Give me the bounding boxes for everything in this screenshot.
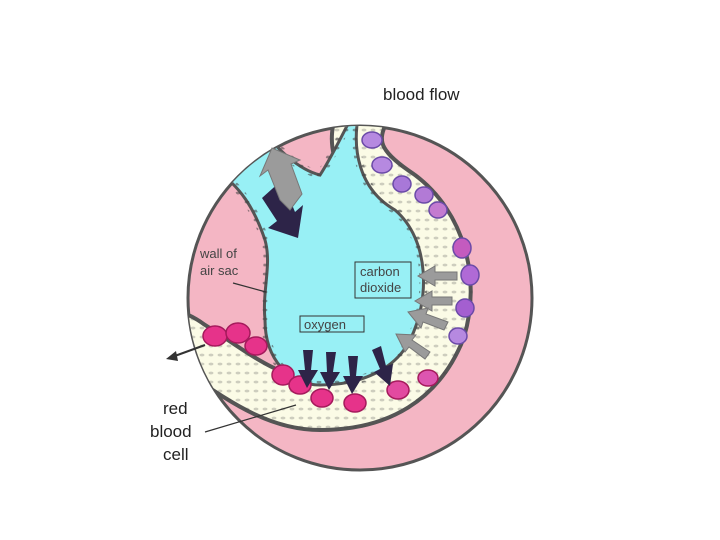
- blood-flow-label: blood flow: [383, 85, 460, 104]
- red-blood-cell: [455, 298, 475, 318]
- oxygenated-cells: [202, 322, 439, 413]
- blood-out-arrow: [166, 344, 206, 361]
- red-blood-cell: [417, 369, 439, 387]
- red-blood-cell: [343, 393, 367, 413]
- co2-arrow: [258, 147, 303, 211]
- co2-label-box: [354, 261, 412, 299]
- red-blood-cell: [460, 264, 480, 286]
- rbc-label-line1: red: [163, 399, 188, 418]
- rbc-label-line3: cell: [163, 445, 189, 464]
- oxygen-arrow: [298, 350, 318, 388]
- red-blood-cell: [244, 336, 268, 356]
- co2-label-line1: carbon: [360, 264, 400, 279]
- co2-arrow: [407, 307, 449, 331]
- co2-label-line2: dioxide: [360, 280, 401, 295]
- co2-arrow: [395, 333, 431, 360]
- red-blood-cell: [452, 237, 472, 259]
- co2-arrow: [417, 265, 458, 287]
- red-blood-cell: [225, 322, 251, 344]
- red-blood-cell: [392, 175, 412, 193]
- red-blood-cell: [414, 186, 434, 204]
- wall-label-line1: wall of: [199, 246, 237, 261]
- deoxygenated-cells: [361, 131, 480, 345]
- oxygen-label-box: [299, 315, 365, 333]
- wall-label-line2: air sac: [200, 263, 239, 278]
- red-blood-cell: [386, 380, 410, 400]
- oxygen-arrows: [262, 180, 393, 394]
- red-blood-cell: [361, 131, 383, 149]
- red-blood-cell: [310, 388, 334, 408]
- rbc-leader-line: [204, 404, 297, 433]
- red-blood-cell: [448, 327, 468, 345]
- oxygen-arrow: [343, 356, 363, 394]
- wall-leader-line: [232, 282, 267, 293]
- oxygen-arrow: [262, 180, 303, 238]
- rbc-label-line2: blood: [150, 422, 192, 441]
- red-blood-cell: [371, 156, 393, 174]
- co2-arrow: [414, 290, 453, 312]
- red-blood-cell: [202, 325, 228, 347]
- red-blood-cell: [271, 364, 295, 386]
- oxygen-label: oxygen: [304, 317, 346, 332]
- co2-arrows: [258, 147, 458, 360]
- oxygen-arrow: [372, 346, 393, 386]
- oxygen-arrow: [320, 352, 340, 390]
- red-blood-cell: [428, 201, 448, 219]
